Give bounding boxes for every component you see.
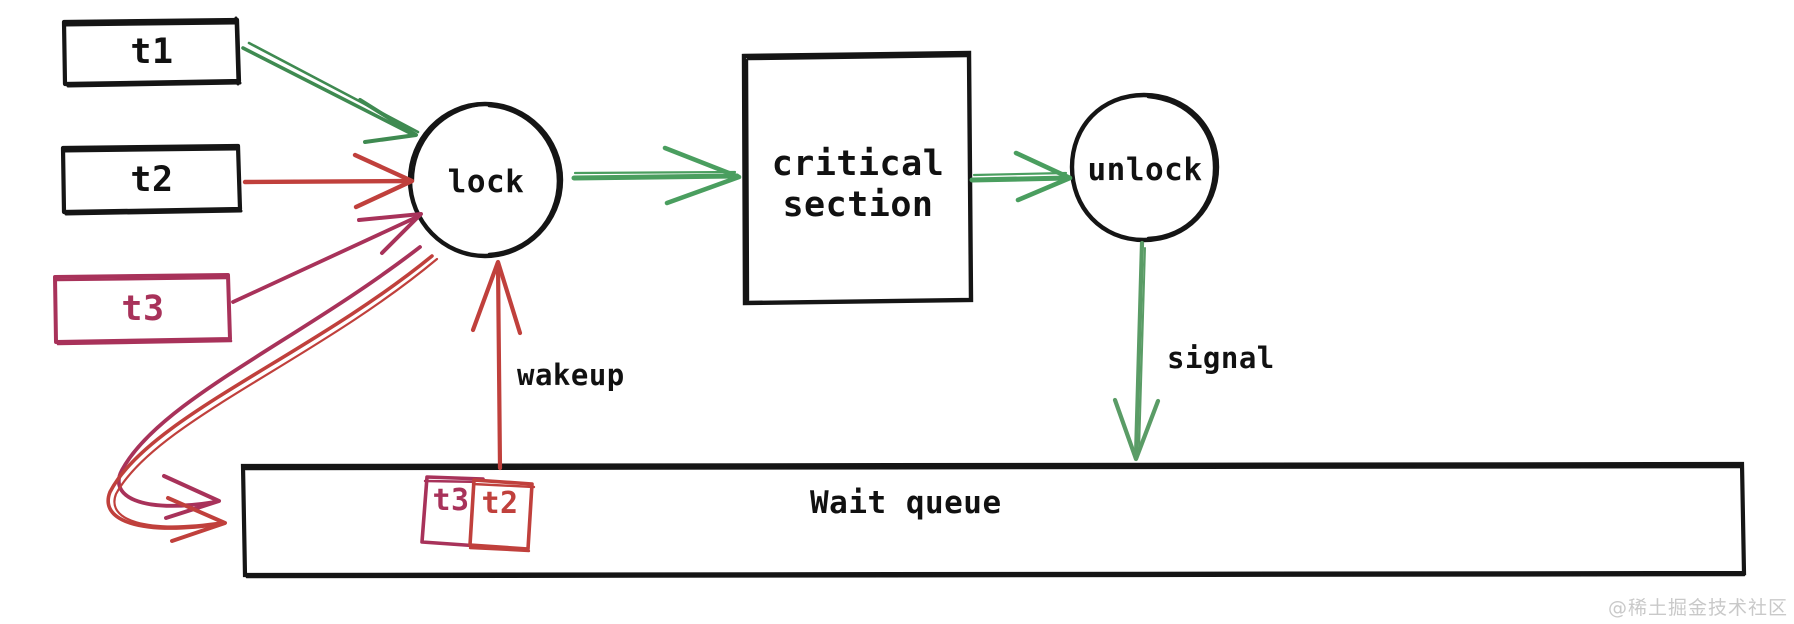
arrow-signal-unlock-to-queue <box>1112 240 1161 462</box>
thread-box-t3 <box>53 273 233 346</box>
wait-queue-label: Wait queue <box>810 485 1002 521</box>
arrow-t1-to-lock <box>241 41 420 144</box>
lock-node-shape <box>407 101 564 259</box>
unlock-node-label: unlock <box>1087 152 1203 188</box>
arrow-block-t2-lock-to-queue <box>106 254 439 543</box>
unlock-node-shape <box>1069 92 1220 243</box>
arrow-t2-to-lock <box>242 152 415 210</box>
critical-section-shape <box>741 50 974 306</box>
queue-item-t2-label: t2 <box>481 486 519 521</box>
arrow-lock-to-critical-section <box>571 145 742 206</box>
queue-item-t3-label: t3 <box>432 483 470 518</box>
arrow-wakeup-queue-to-lock <box>470 259 523 471</box>
thread-box-t3-label: t3 <box>121 289 165 329</box>
thread-box-t1-label: t1 <box>130 32 174 72</box>
signal-edge-label: signal <box>1167 341 1275 375</box>
critical-section-label-line1: critical <box>771 144 945 184</box>
queue-item-t2-shape <box>468 478 536 553</box>
lock-node-label: lock <box>447 164 525 200</box>
watermark-label: @稀土掘金技术社区 <box>1607 597 1788 619</box>
arrow-t3-to-lock <box>231 212 423 304</box>
critical-section-label-line2: section <box>782 185 934 225</box>
thread-box-t1 <box>61 16 242 88</box>
thread-box-t2-label: t2 <box>130 160 174 200</box>
arrow-block-t3-lock-to-queue <box>116 245 422 520</box>
arrow-critical-section-to-unlock <box>969 150 1073 203</box>
wait-queue-shape <box>240 461 1747 579</box>
thread-box-t2 <box>60 143 243 216</box>
wakeup-edge-label: wakeup <box>517 358 625 392</box>
